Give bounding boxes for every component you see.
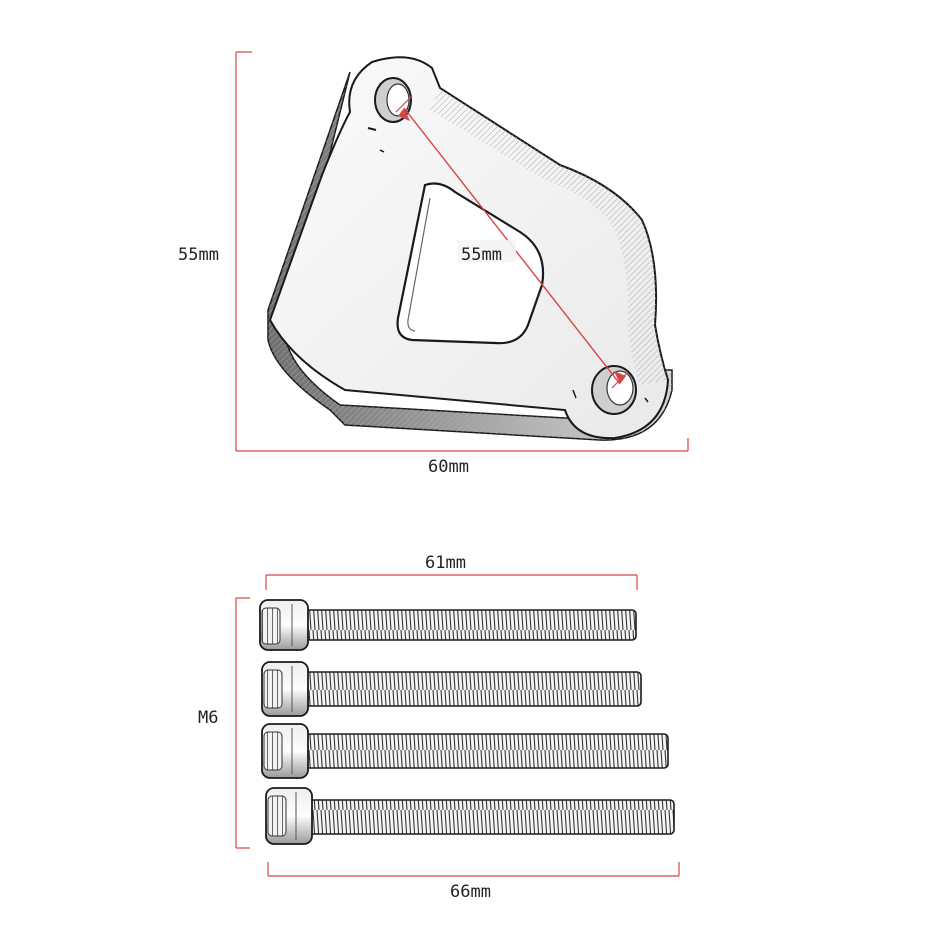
bracket-height-label: 55mm	[178, 245, 219, 265]
lower-mounting-hole	[572, 365, 649, 415]
bolt-1	[259, 599, 637, 651]
hole-spacing-label: 55mm	[461, 245, 502, 265]
bracket-cutout	[396, 182, 545, 345]
bracket-width-dimension: 60mm	[236, 438, 689, 477]
short-bolt-length-dimension: 61mm	[265, 553, 638, 590]
upper-mounting-hole	[367, 77, 412, 153]
bracket-width-label: 60mm	[428, 457, 469, 477]
bolt-4	[265, 787, 675, 845]
bolt-3	[261, 723, 669, 779]
hole-spacing-dimension: 55mm	[395, 95, 629, 389]
thread-size-dimension: M6	[198, 597, 250, 849]
long-bolt-length-label: 66mm	[450, 882, 491, 902]
bolts-drawing: 61mm M6 66mm	[198, 553, 680, 902]
bracket-height-dimension: 55mm	[178, 51, 252, 451]
clutch-bracket-drawing: 55mm 60mm 55mm	[178, 51, 689, 477]
short-bolt-length-label: 61mm	[425, 553, 466, 573]
long-bolt-length-dimension: 66mm	[267, 862, 680, 902]
thread-size-label: M6	[198, 708, 218, 728]
bolt-2	[261, 661, 642, 717]
